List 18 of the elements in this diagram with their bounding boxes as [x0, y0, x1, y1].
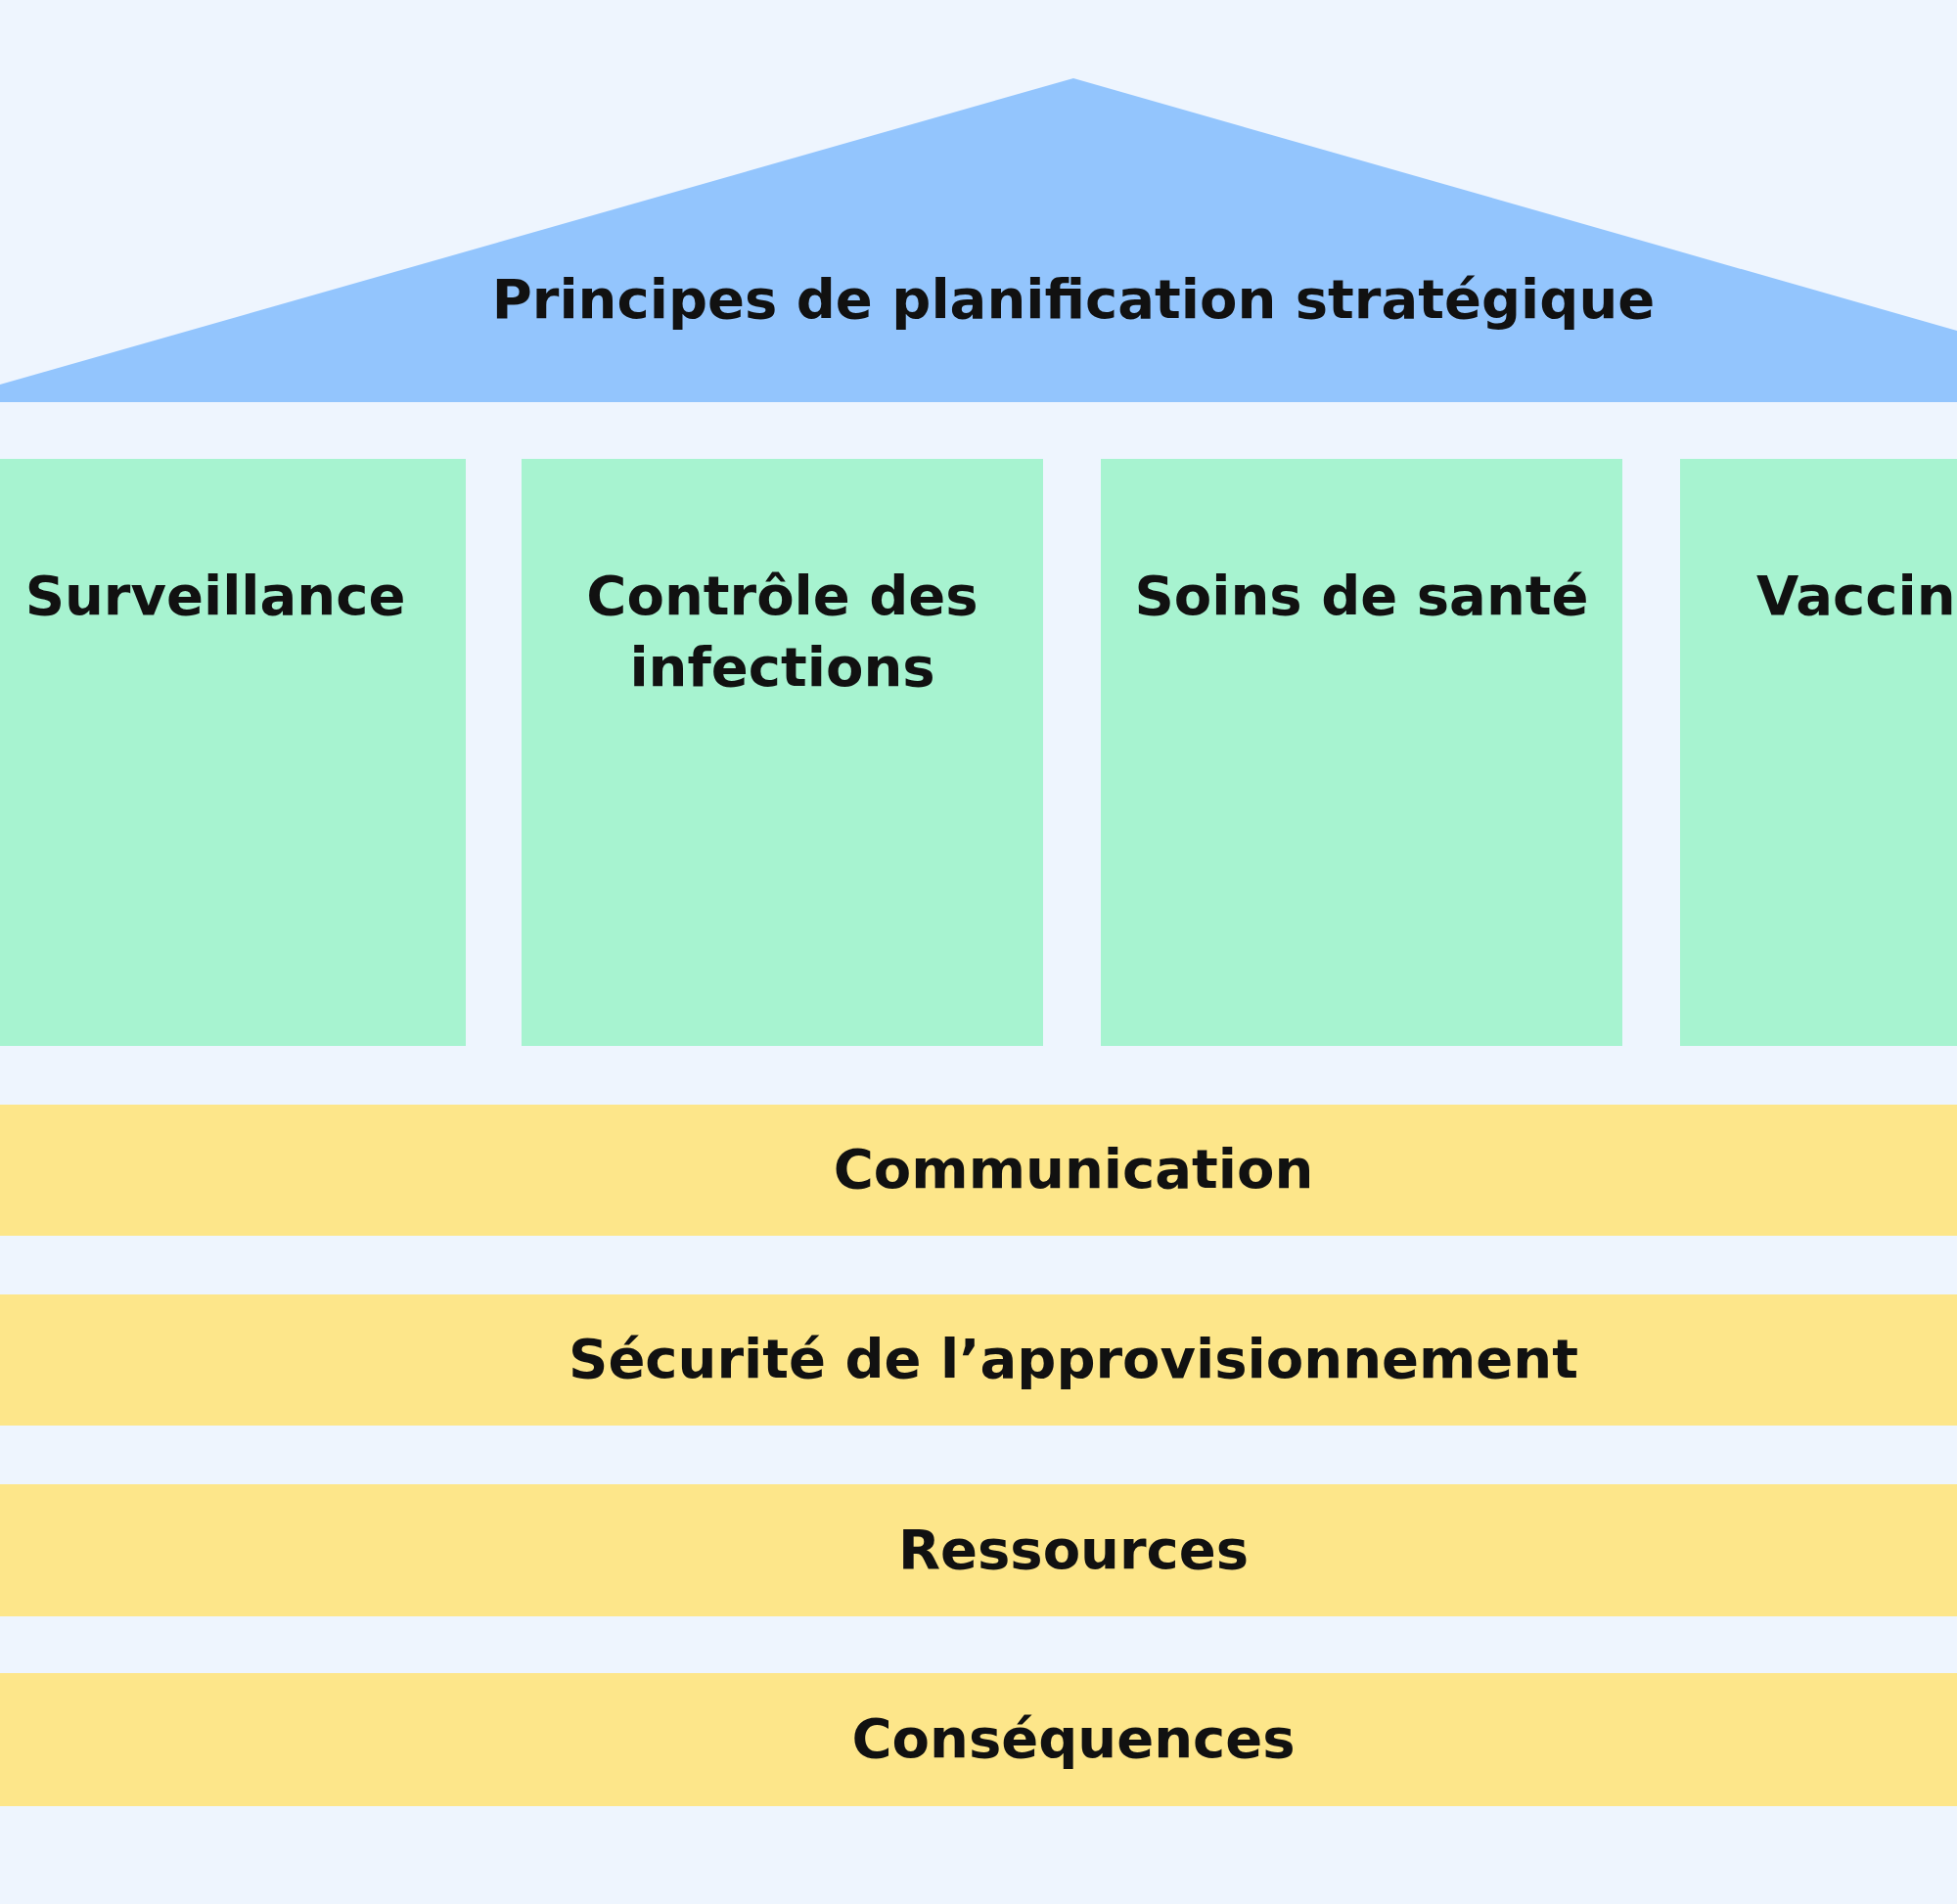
- band-label: Sécurité de l’approvisionnement: [568, 1326, 1579, 1392]
- foundation-band: [0, 1484, 1957, 1616]
- pillar-box: [1680, 459, 1957, 1046]
- heading-text: Principes de planification stratégique: [490, 266, 1657, 333]
- pillar-label: Vaccin: [1756, 563, 1957, 629]
- roof-banner: [0, 78, 1957, 402]
- pillar-box: [0, 459, 466, 1046]
- pillar-label: Contrôle des infections: [585, 563, 979, 701]
- foundation-band: [0, 1673, 1957, 1806]
- band-label: Ressources: [896, 1516, 1251, 1583]
- pillar-label: Surveillance: [23, 563, 407, 629]
- band-label: Communication: [832, 1136, 1315, 1202]
- band-label: Conséquences: [850, 1705, 1297, 1772]
- pillar-box: [1101, 459, 1622, 1046]
- pillar-label: Soins de santé: [1133, 563, 1590, 629]
- pillar-box: [522, 459, 1043, 1046]
- foundation-band: [0, 1105, 1957, 1236]
- foundation-band: [0, 1294, 1957, 1426]
